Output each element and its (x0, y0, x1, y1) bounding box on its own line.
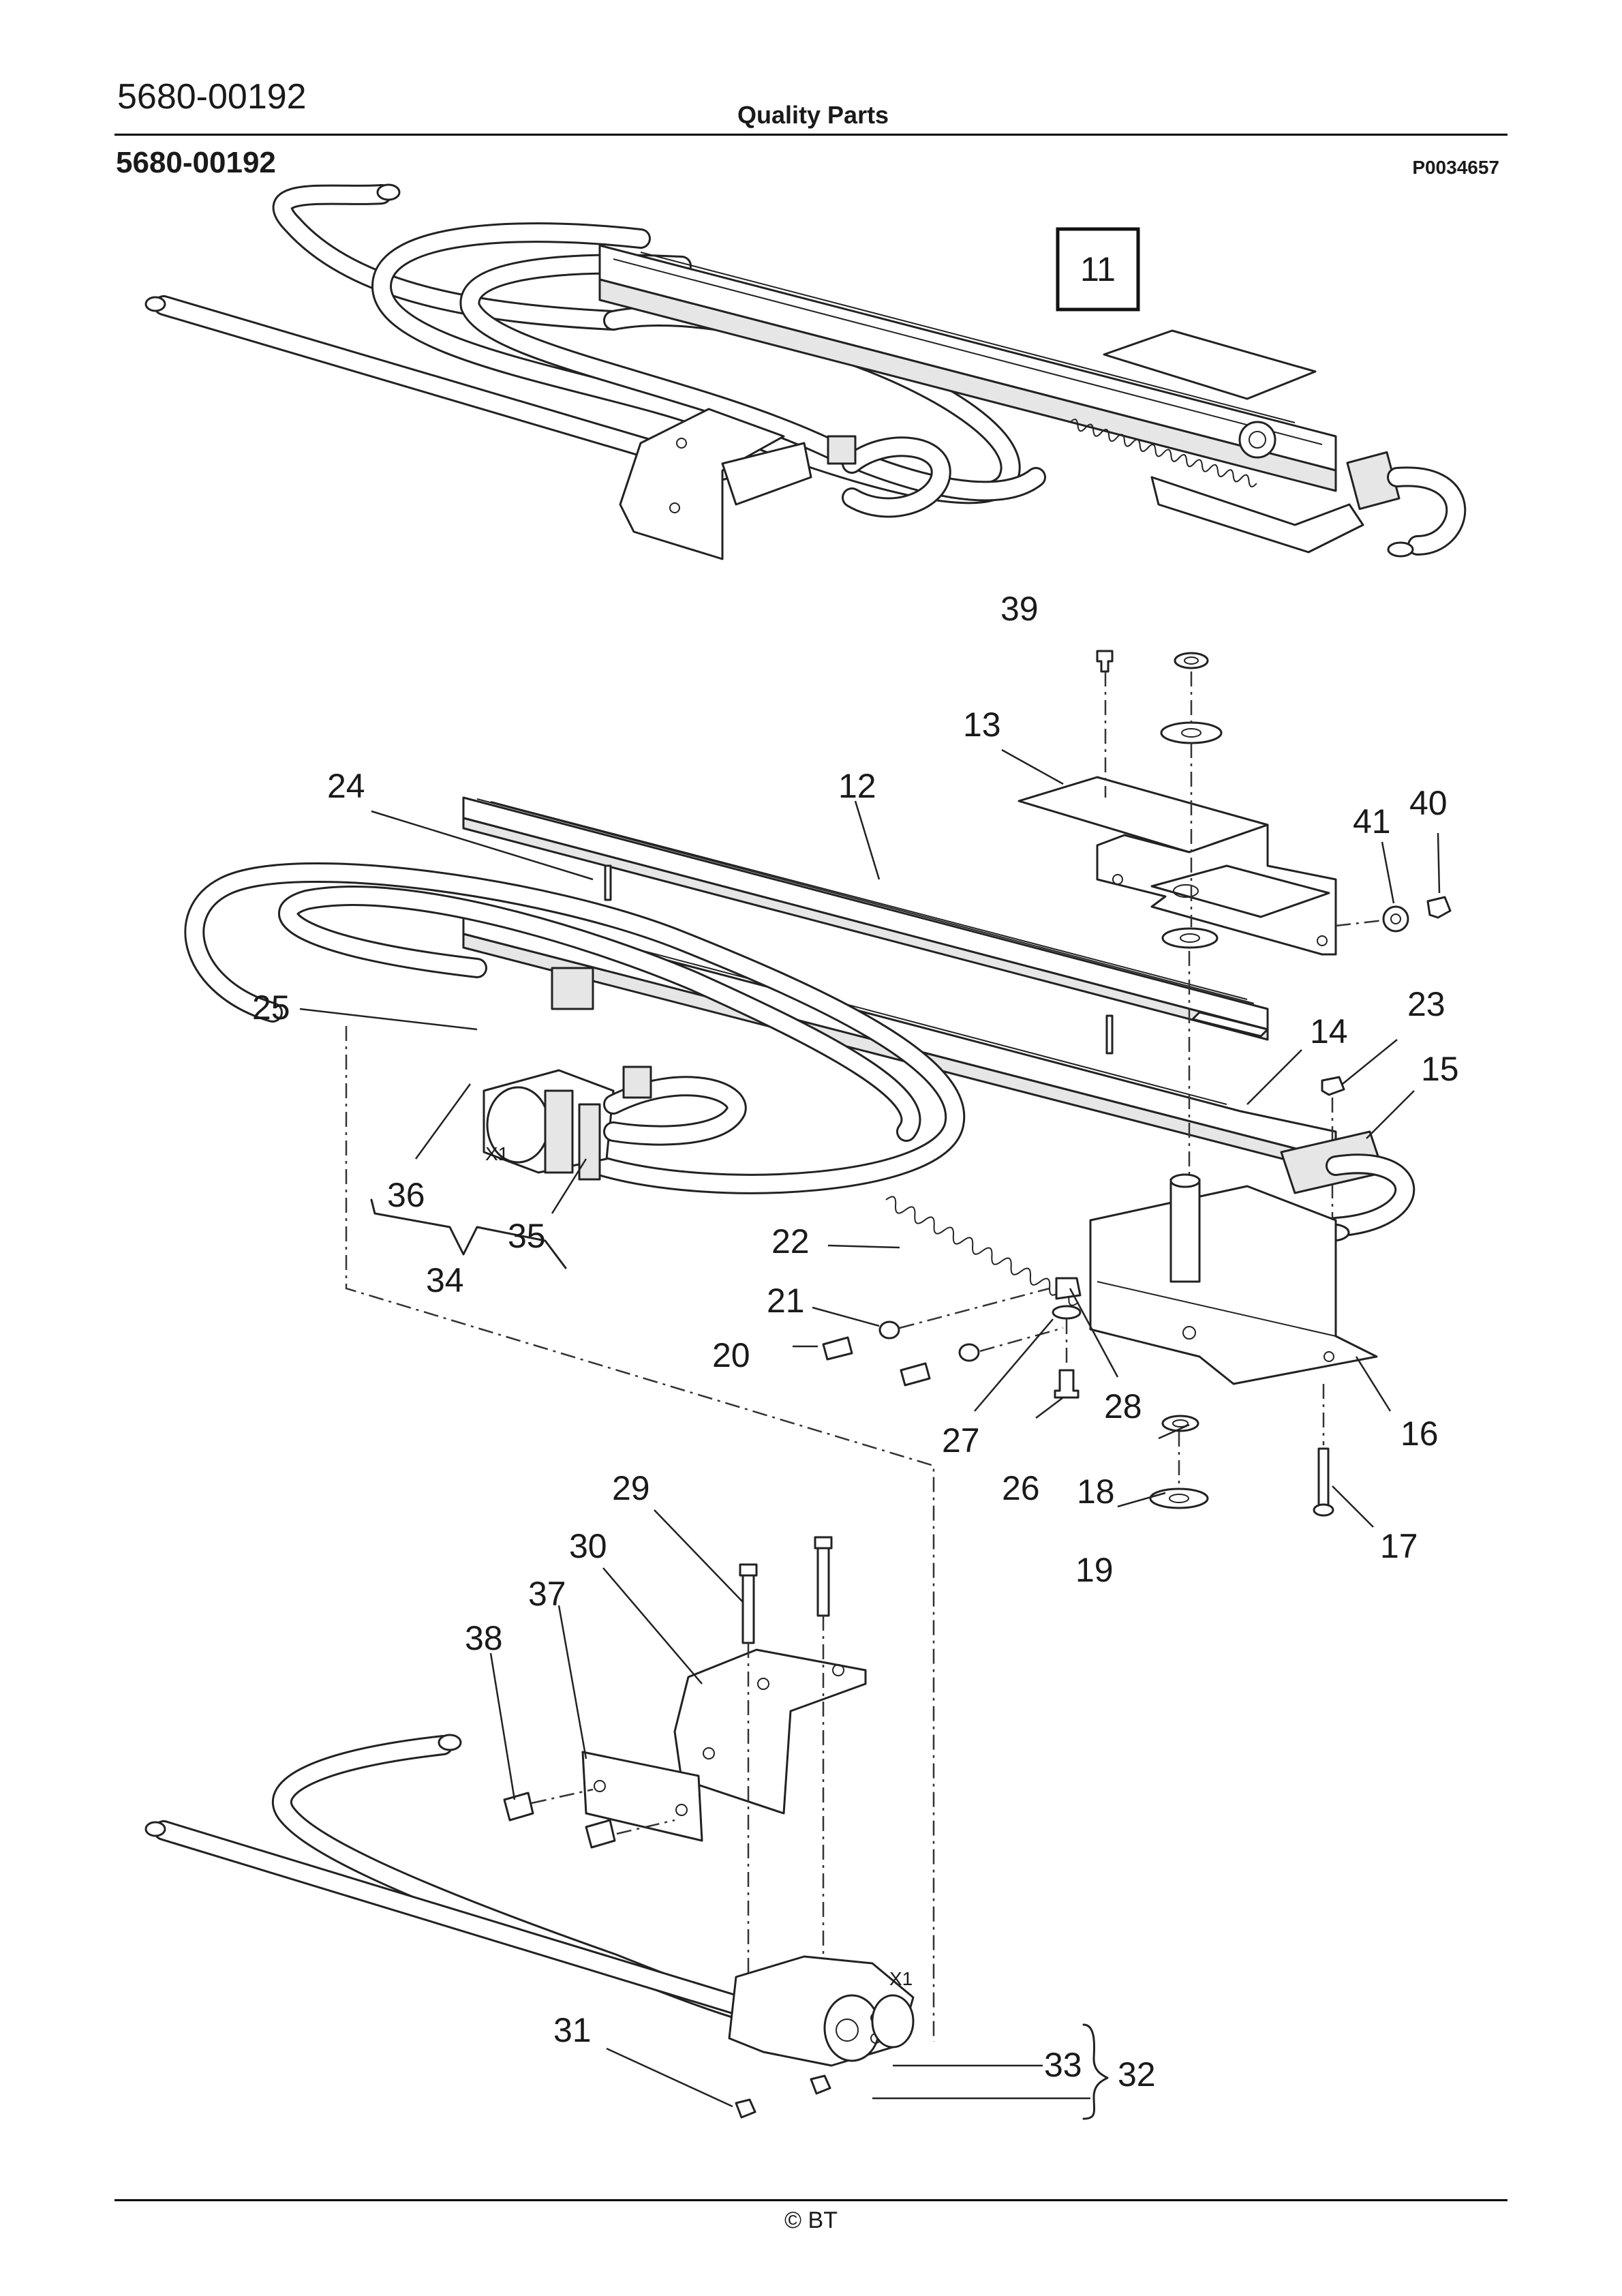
pin-24 (604, 864, 612, 901)
callout-17: 17 (1380, 1527, 1418, 1565)
washer-19 (1149, 1487, 1209, 1509)
nut-28 (1055, 1277, 1082, 1300)
header-title: Quality Parts (737, 101, 889, 129)
top-left-bracket (619, 408, 785, 560)
callout-13: 13 (963, 706, 1001, 744)
callout-32: 32 (1118, 2055, 1156, 2094)
screw-29b (816, 1539, 830, 1617)
top-cable-lug-right (376, 183, 401, 201)
callout-30: 30 (569, 1527, 607, 1565)
callout-16: 16 (1401, 1415, 1439, 1453)
callout-31: 31 (553, 2011, 592, 2049)
contact-35 (544, 1089, 574, 1174)
washer-top-small (1174, 652, 1209, 669)
base-plate-16 (1089, 1185, 1378, 1385)
footer-rule (114, 2199, 1508, 2201)
top-bolt (1238, 421, 1276, 459)
screw-29a (741, 1567, 755, 1644)
bolt-17 (1317, 1447, 1330, 1511)
callout-20: 20 (712, 1336, 750, 1374)
callout-18: 18 (1077, 1472, 1115, 1511)
copyright: © BT (784, 2207, 838, 2233)
callout-29: 29 (612, 1469, 650, 1507)
screw-20b (900, 1362, 931, 1387)
bracket-30 (673, 1648, 867, 1815)
top-handle-grip (827, 435, 857, 465)
top-plate (1103, 329, 1317, 400)
washer-41 (1382, 905, 1409, 933)
nut-23 (1321, 1076, 1345, 1096)
top-cable-lug-left (144, 296, 166, 312)
screw-38a (503, 1792, 534, 1822)
post-16 (1169, 1178, 1201, 1283)
screw-20a (822, 1336, 853, 1361)
main-exploded-view: X1 X1 (144, 650, 1452, 2120)
callout-34: 34 (426, 1261, 464, 1299)
callout-37: 37 (528, 1575, 566, 1613)
callout-36: 36 (387, 1176, 425, 1214)
document-number: 5680-00192 (117, 77, 307, 117)
callout-19: 19 (1075, 1551, 1114, 1589)
spring-22 (885, 1196, 1080, 1306)
callout-12: 12 (838, 767, 876, 805)
callout-33: 33 (1044, 2046, 1082, 2084)
pin-24b (1105, 1014, 1114, 1055)
callout-14: 14 (1310, 1012, 1348, 1051)
callout-26: 26 (1002, 1469, 1040, 1507)
callout-21: 21 (767, 1282, 805, 1320)
picture-code: P0034657 (1412, 157, 1499, 178)
nut-40 (1426, 896, 1452, 919)
callout-28: 28 (1104, 1387, 1142, 1425)
bushing-26 (1054, 1369, 1080, 1399)
washer-27 (1052, 1305, 1082, 1320)
callout-22: 22 (771, 1222, 810, 1260)
rail-stop (551, 967, 594, 1010)
callout-27: 27 (942, 1421, 980, 1460)
bracket-brace-32 (1082, 2023, 1109, 2120)
callout-39: 39 (1000, 590, 1039, 628)
connector-label-x1-bottom: X1 (889, 1968, 913, 1989)
callout-35: 35 (508, 1217, 546, 1255)
top-spring (1069, 419, 1257, 487)
washer-mid (1161, 927, 1219, 949)
callout-25: 25 (252, 988, 290, 1027)
nut-31 (735, 2098, 756, 2119)
top-connector-housing (721, 442, 812, 506)
diagram-number: 5680-00192 (116, 146, 276, 179)
handle-grip (622, 1066, 652, 1099)
top-base-bracket (1150, 476, 1364, 554)
assembly-box (1056, 227, 1140, 312)
washer-top-large (1160, 721, 1223, 744)
connector-label-x1-left: X1 (485, 1143, 508, 1164)
callout-40: 40 (1409, 784, 1448, 822)
header-rule (114, 134, 1508, 136)
washer-18 (1161, 1415, 1199, 1432)
assembly-overview: 11 (144, 183, 1467, 560)
plate-37 (581, 1751, 703, 1842)
assembly-box-label: 11 (1080, 250, 1116, 288)
callout-38: 38 (465, 1619, 503, 1657)
callout-23: 23 (1407, 985, 1445, 1023)
callout-41: 41 (1353, 802, 1391, 841)
screw-38b (585, 1819, 616, 1849)
washer-21a (878, 1320, 900, 1340)
bracket-brace-34 (370, 1198, 567, 1269)
screw-39 (1096, 650, 1114, 673)
callout-labels: 12 13 14 15 16 17 18 19 20 21 22 23 24 2… (252, 590, 1459, 2094)
callout-15: 15 (1421, 1050, 1459, 1088)
leader-lines (299, 749, 1441, 2108)
callout-24: 24 (327, 767, 365, 805)
washer-21b (958, 1343, 980, 1362)
